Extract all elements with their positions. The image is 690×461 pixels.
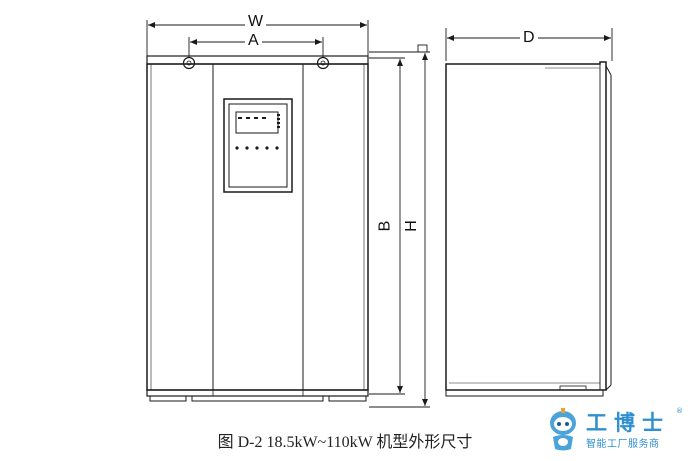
logo-registered-mark: ® <box>676 407 683 415</box>
lifting-eye-left <box>182 55 196 70</box>
front-view <box>146 55 369 402</box>
dimension-lines <box>146 20 430 408</box>
dim-label-h: H <box>403 217 420 235</box>
front-body <box>146 63 369 391</box>
front-base <box>146 389 369 397</box>
front-top-cover <box>146 55 369 65</box>
dim-label-d: D <box>520 30 538 46</box>
dim-label-a: A <box>245 33 262 49</box>
keypad-buttons <box>235 146 279 150</box>
led-indicators <box>238 114 280 128</box>
logo-tagline: 智能工厂服务商 <box>586 439 660 450</box>
logo-name: 工博士 <box>586 410 670 435</box>
robot-mascot-icon <box>550 408 576 451</box>
base-feet <box>149 396 367 402</box>
keypad-display <box>235 111 279 134</box>
dim-label-w: W <box>245 14 267 30</box>
dim-label-b: B <box>376 217 394 235</box>
side-view <box>445 28 613 397</box>
brand-logo: 工博士 ® 智能工厂服务商 <box>542 405 690 461</box>
side-body <box>445 61 607 391</box>
lifting-eye-right <box>316 55 330 70</box>
figure-caption: 图 D-2 18.5kW~110kW 机型外形尺寸 <box>217 434 473 451</box>
keypad-panel <box>223 98 293 193</box>
